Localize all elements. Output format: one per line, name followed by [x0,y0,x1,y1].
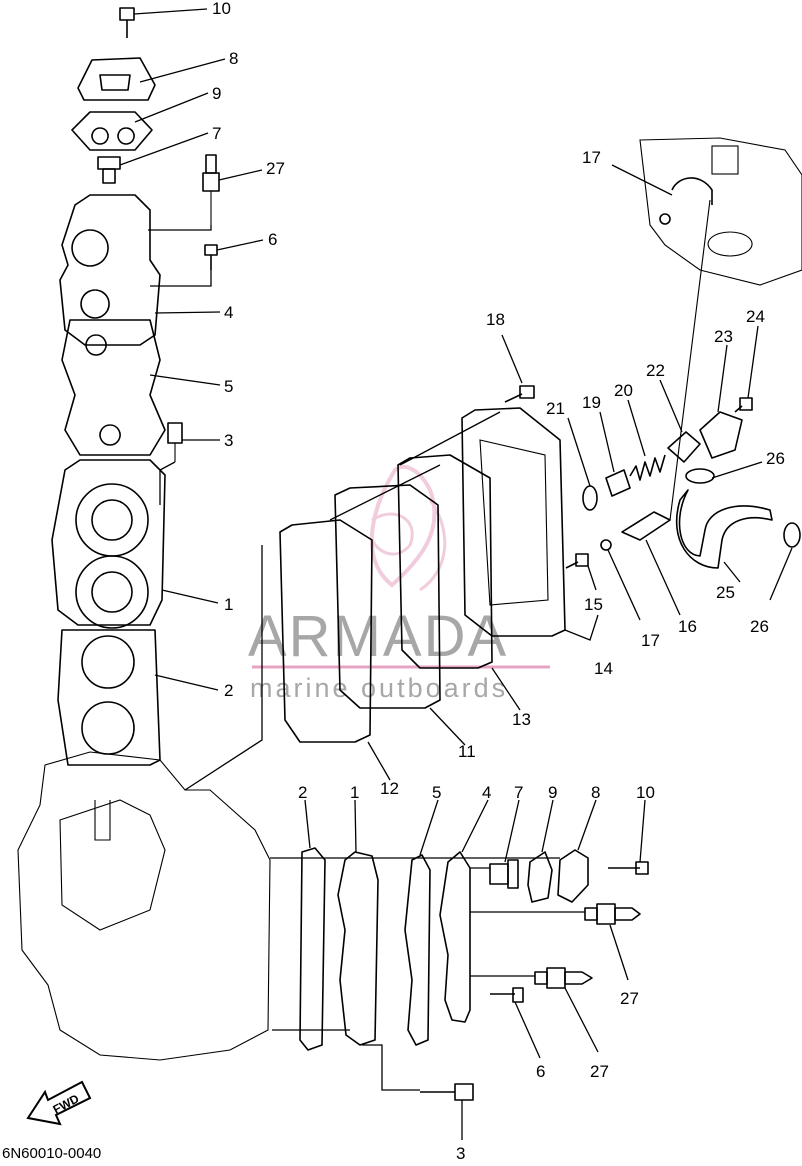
callout-26: 26 [766,449,785,468]
callout-9-b: 9 [548,783,557,802]
callout-10-b: 10 [636,783,655,802]
part-clamp-26a [685,468,715,484]
part-cylinder-head-4 [59,194,161,346]
callout-6: 6 [268,230,277,249]
part-cover-14 [461,407,566,637]
part-head-4-side [439,851,471,1023]
cylinder-bore-lower [75,555,149,629]
leader-lines [119,8,793,1140]
watermark-brand: ARMADA [248,604,508,669]
callout-2: 2 [224,681,233,700]
part-gasket-5 [61,319,166,456]
callout-21: 21 [546,399,565,418]
part-gasket-2 [57,629,161,766]
cylinder-stack: FWD [17,7,271,1126]
part-thermostat-7-side [489,859,519,889]
callout-26-b: 26 [750,617,769,636]
callout-7: 7 [212,124,221,143]
part-bolt-6-side [490,987,524,1003]
part-sparkplug-27 [202,154,220,225]
part-bolt-3-side [420,1083,474,1101]
part-spring-20 [629,454,666,481]
callout-4-b: 4 [482,783,491,802]
callout-3-b: 3 [456,1144,465,1161]
part-block-1-side [337,851,379,1046]
part-hose-25 [675,489,773,569]
part-bolt-6 [204,244,218,270]
watermark: ARMADA marine outboards [248,464,550,703]
part-clamp-26b [783,522,801,548]
callout-10: 10 [212,0,231,18]
callout-22: 22 [646,361,665,380]
part-fitting-3 [167,422,183,462]
part-seat-19 [605,469,631,497]
part-gasket-5-side [404,854,431,1046]
part-gasket-9 [71,111,153,151]
callout-17-b: 17 [641,631,660,650]
callout-19: 19 [582,393,601,412]
side-exploded-view [270,847,649,1101]
part-housing-bg [639,137,802,286]
part-gasket-12 [279,519,373,743]
watermark-logo-icon [369,464,447,592]
part-clip-17 [600,539,612,551]
callout-labels: 10 8 9 7 27 6 4 5 3 1 2 17 18 21 19 20 2… [212,0,785,1163]
callout-18: 18 [486,310,505,329]
fwd-arrow-icon: FWD [26,1080,92,1126]
callout-2-b: 2 [298,783,307,802]
part-gasket-9-side [527,851,553,903]
callout-1-b: 1 [350,783,359,802]
cylinder-bore-upper [75,483,149,557]
callout-27-b: 27 [620,989,639,1008]
callout-27-c: 27 [590,1062,609,1081]
callout-27: 27 [266,159,285,178]
part-crankcase [17,751,271,1061]
callout-13: 13 [512,710,531,729]
callout-15: 15 [584,595,603,614]
callout-3: 3 [224,431,233,450]
part-plate-11 [334,484,441,709]
callout-24: 24 [746,307,765,326]
callout-1: 1 [224,595,233,614]
callout-16: 16 [678,617,697,636]
callout-11: 11 [458,742,476,761]
part-gasket-13 [397,454,493,669]
callout-25: 25 [716,583,735,602]
part-gasket-22 [667,431,701,463]
part-bolt-24 [734,397,753,413]
callout-12: 12 [380,779,399,798]
part-valve-21 [582,485,598,511]
callout-8-b: 8 [591,783,600,802]
callout-9: 9 [212,84,221,103]
part-bolt-15 [565,553,589,569]
part-gasket-2-side [299,847,326,1051]
callout-4: 4 [224,303,233,322]
callout-14: 14 [594,659,613,678]
callout-23: 23 [714,327,733,346]
part-bolt-10 [119,7,135,38]
callout-20: 20 [614,381,633,400]
part-cylinder-block-1 [51,459,166,626]
callout-8: 8 [229,49,238,68]
callout-17: 17 [582,148,601,167]
part-bolt-18 [504,385,535,403]
diagram-code: 6N60010-0040 [2,1145,101,1161]
part-cover-8-side [557,849,589,903]
part-sparkplug-27-side-a [584,903,641,925]
callout-6-b: 6 [536,1062,545,1081]
part-cover-23 [699,411,743,459]
part-cover-8 [77,57,156,101]
part-bolt-10-side [608,861,649,875]
part-pipe-16 [621,511,671,541]
part-thermostat-7 [97,156,121,184]
callout-7-b: 7 [514,783,523,802]
part-sparkplug-27-side-b [534,967,593,989]
callout-5: 5 [224,377,233,396]
part-hose-17 [671,177,713,205]
callout-5-b: 5 [432,783,441,802]
hose-group [582,137,802,569]
watermark-tagline: marine outboards [250,673,508,703]
